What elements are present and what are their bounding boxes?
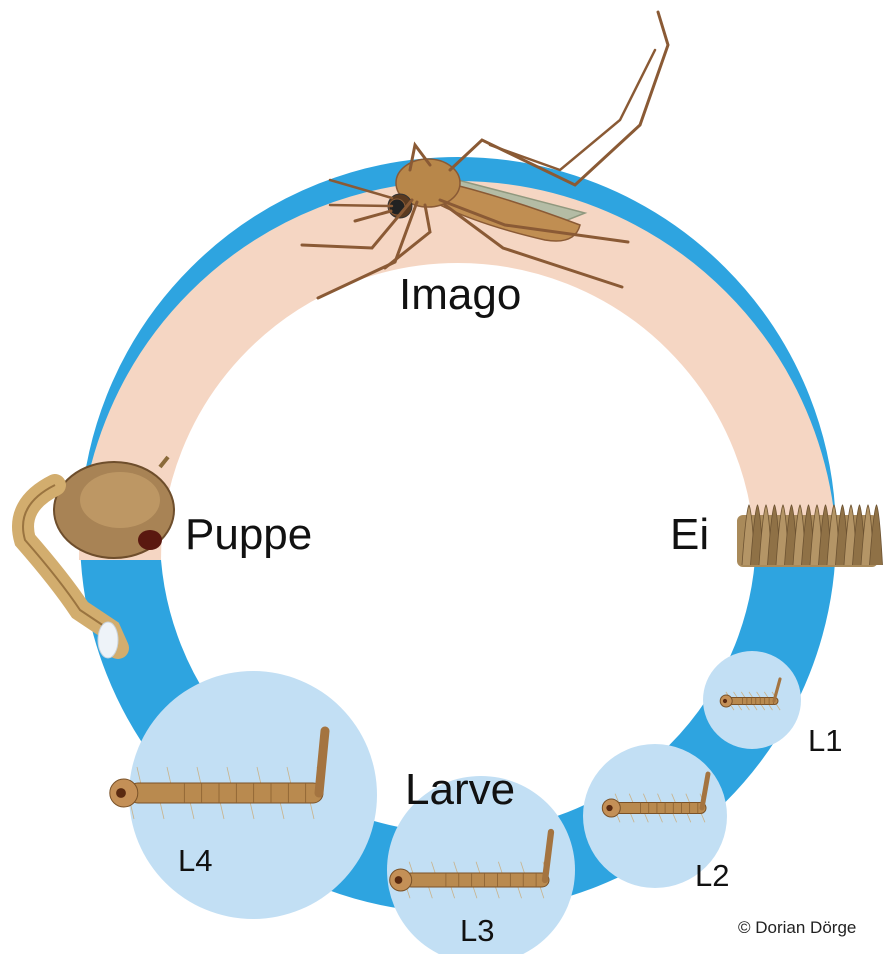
- stage-label-imago: Imago: [399, 270, 521, 320]
- instar-label-l3: L3: [460, 913, 494, 949]
- instar-label-l1: L1: [808, 723, 842, 759]
- stage-label-pupa: Puppe: [185, 510, 312, 560]
- egg-raft-icon: [737, 505, 883, 567]
- credit-text: © Dorian Dörge: [738, 918, 856, 938]
- instar-label-l4: L4: [178, 843, 212, 879]
- stage-label-larva: Larve: [405, 765, 515, 815]
- instar-label-l2: L2: [695, 858, 729, 894]
- stage-label-egg: Ei: [670, 510, 709, 560]
